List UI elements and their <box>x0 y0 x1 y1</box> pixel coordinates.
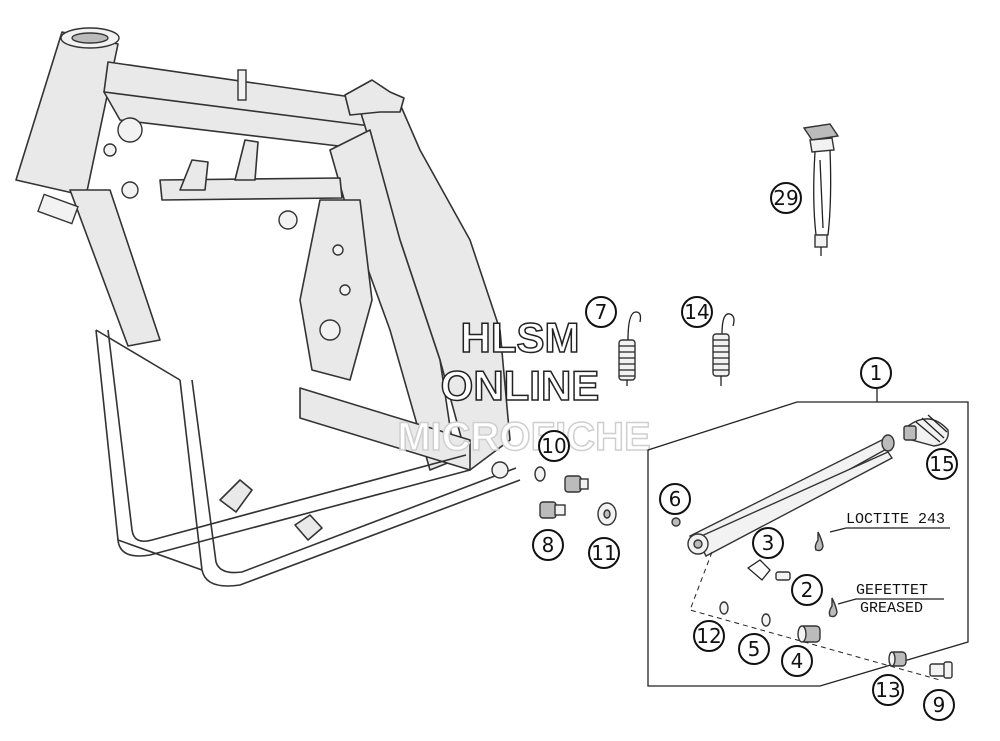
callout-6: 6 <box>659 483 691 515</box>
callout-8-label: 8 <box>542 533 555 557</box>
callout-4-label: 4 <box>791 649 804 673</box>
motorcycle-frame <box>15 27 521 587</box>
spring-14 <box>712 313 735 386</box>
bolt-9 <box>929 661 953 679</box>
bolt-10 <box>564 475 589 493</box>
tool-29 <box>802 123 840 256</box>
callout-11: 11 <box>588 537 620 569</box>
callout-9: 9 <box>923 689 955 721</box>
spring-7 <box>618 311 642 386</box>
callout-5: 5 <box>738 633 770 665</box>
callout-5-label: 5 <box>748 637 761 661</box>
bolt-2 <box>775 571 791 581</box>
callout-3-label: 3 <box>762 531 775 555</box>
drop-grease <box>828 597 838 618</box>
callout-2: 2 <box>791 574 823 606</box>
callout-10-label: 10 <box>541 434 566 458</box>
callout-3: 3 <box>752 527 784 559</box>
callout-10: 10 <box>538 430 570 462</box>
o-ring-10 <box>534 466 546 482</box>
bolt-8 <box>539 501 566 519</box>
callout-1: 1 <box>860 357 892 389</box>
callout-6-label: 6 <box>669 487 682 511</box>
callout-2-label: 2 <box>801 578 814 602</box>
callout-8: 8 <box>532 529 564 561</box>
drop-loctite <box>814 531 824 552</box>
note-greased: GEFETTET GREASED <box>837 582 944 617</box>
pivot-axis <box>689 551 941 681</box>
note-loctite-text: LOCTITE 243 <box>846 511 945 528</box>
callouts: 1 2 3 4 5 6 7 8 <box>532 182 958 721</box>
bushing-13 <box>888 651 907 667</box>
callout-7-label: 7 <box>595 300 608 324</box>
note-gefettet-text: GEFETTET <box>856 582 928 599</box>
callout-13-label: 13 <box>875 678 900 702</box>
watermark: HLSM ONLINE MICROFICHE <box>397 313 652 460</box>
callout-29-label: 29 <box>773 186 798 210</box>
bushing-4 <box>797 625 821 643</box>
callout-15-label: 15 <box>929 452 954 476</box>
washer-11 <box>597 502 617 526</box>
foot-pad-15 <box>903 414 949 447</box>
callout-4: 4 <box>781 645 813 677</box>
note-loctite: LOCTITE 243 <box>829 511 950 533</box>
callout-9-label: 9 <box>933 693 946 717</box>
callout-1-label: 1 <box>870 361 883 385</box>
watermark-line-3: MICROFICHE <box>397 415 650 459</box>
watermark-line-1: HLSM <box>461 314 580 361</box>
callout-14: 14 <box>681 296 713 328</box>
callout-15: 15 <box>926 448 958 480</box>
note-greased-text: GREASED <box>860 600 923 617</box>
side-stand <box>687 434 895 557</box>
clip-3 <box>746 559 771 581</box>
callout-12-label: 12 <box>696 624 721 648</box>
callout-11-label: 11 <box>591 541 616 565</box>
callout-12: 12 <box>693 620 725 652</box>
o-ring-12 <box>719 601 729 615</box>
nut-6 <box>671 517 681 527</box>
o-ring-5 <box>761 613 771 627</box>
watermark-line-2: ONLINE <box>441 362 600 409</box>
callout-14-label: 14 <box>684 300 709 324</box>
callout-13: 13 <box>872 674 904 706</box>
callout-7: 7 <box>585 296 617 328</box>
assembly-outline <box>647 401 969 687</box>
callout-29: 29 <box>770 182 802 214</box>
